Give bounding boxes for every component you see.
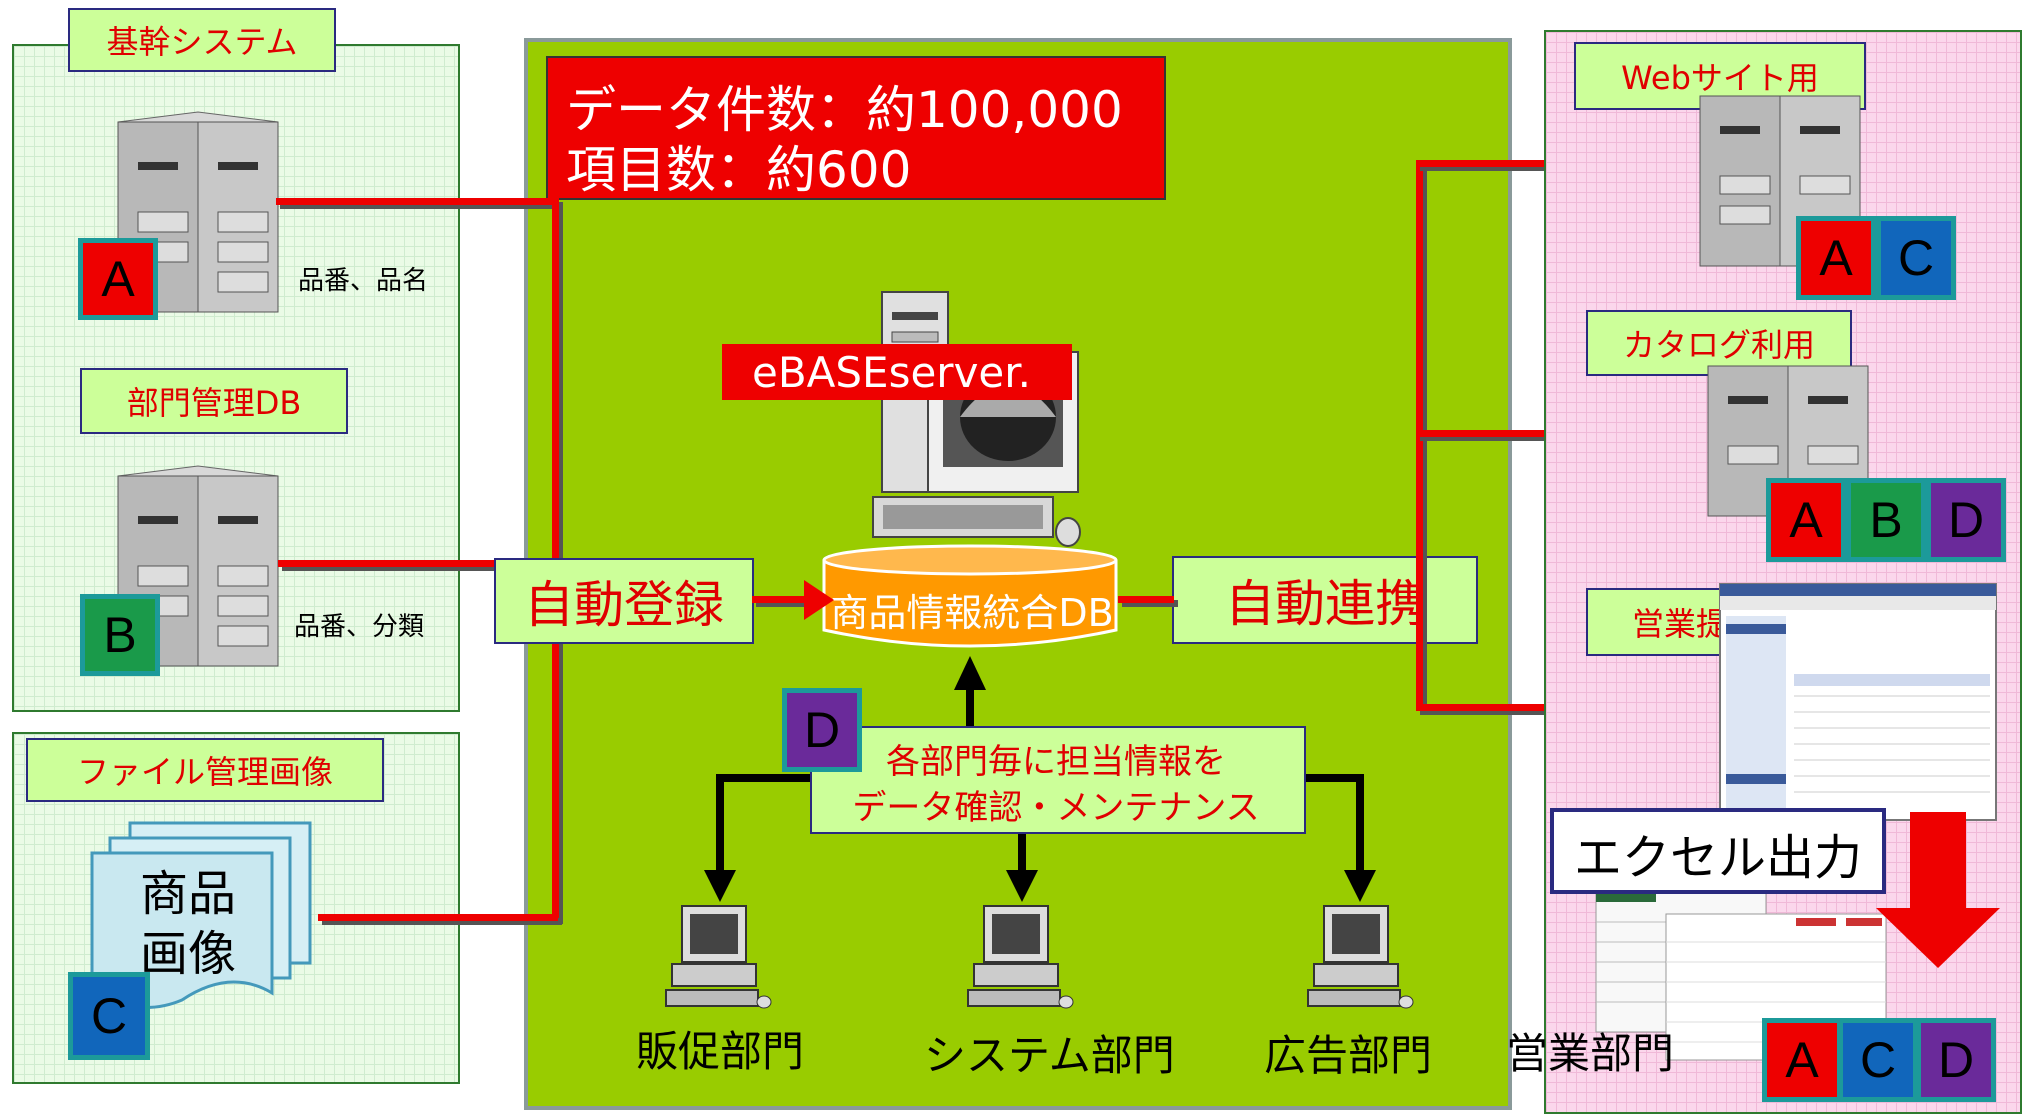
core-system-label: 基幹システム (68, 8, 336, 72)
product-images-icon (90, 821, 312, 1010)
maint-right-line (1356, 774, 1364, 874)
auto-link-box: 自動連携 (1172, 556, 1478, 644)
pc-icon-sales-promo (665, 905, 772, 1009)
web-screenshot-thumbnail (1719, 583, 1997, 821)
maint-left-head (704, 870, 736, 902)
letter-c-sales: C (1838, 1018, 1918, 1102)
dept-system: システム部門 (924, 1031, 1175, 1080)
connector-c (318, 914, 558, 921)
pc-icon-advertising (1307, 905, 1414, 1009)
letter-a-sales: A (1762, 1018, 1842, 1102)
register-arrow-head (804, 580, 834, 620)
maint-right-head (1344, 870, 1376, 902)
stats-line2: 項目数：約600 (566, 141, 912, 199)
connector-a (276, 198, 554, 205)
pc-icon-system (967, 905, 1074, 1009)
flow-label-b: 品番、分類 (294, 612, 425, 642)
auto-register-box: 自動登録 (494, 558, 754, 644)
excel-down-arrow (1876, 812, 2000, 968)
maintenance-line2: データ確認・メンテナンス (852, 788, 1260, 828)
excel-output-box (1550, 808, 1886, 894)
maintenance-box (810, 726, 1306, 834)
sales-dept-label: 営業部門 (1506, 1029, 1675, 1078)
register-arrow-line (752, 596, 806, 603)
flow-label-a: 品番、品名 (298, 266, 429, 296)
letter-d-maint: D (782, 688, 862, 772)
letter-b-catalog: B (1846, 478, 1926, 562)
letter-a-core: A (78, 238, 158, 320)
dept-db-label: 部門管理DB (80, 368, 348, 434)
letter-b-dept: B (80, 594, 160, 676)
dept-sales-promo: 販促部門 (636, 1027, 805, 1076)
server-name-box (722, 344, 1072, 400)
excel-sheets-thumbnail (1595, 881, 1887, 1061)
workstation-icon (872, 291, 1081, 547)
stats-box (546, 56, 1166, 200)
letter-a-catalog: A (1766, 478, 1846, 562)
dept-advertising: 広告部門 (1264, 1031, 1433, 1080)
maint-up-head (954, 656, 986, 690)
catalog-use-label: カタログ利用 (1586, 310, 1852, 376)
maint-mid-head (1006, 870, 1038, 902)
connector-b (278, 560, 498, 567)
letter-d-sales: D (1916, 1018, 1996, 1102)
database-name: 商品情報統合DB (830, 591, 1114, 635)
stats-line1: データ件数：約100,000 (566, 81, 1123, 139)
maint-left-line (716, 774, 724, 874)
letter-d-catalog: D (1926, 478, 2006, 562)
letter-c-images: C (68, 972, 150, 1060)
letter-c-web: C (1876, 216, 1956, 300)
letter-a-web: A (1796, 216, 1876, 300)
maintenance-line1: 各部門毎に担当情報を (886, 742, 1226, 782)
database-icon (822, 544, 1118, 648)
file-images-label: ファイル管理画像 (26, 738, 384, 802)
db-to-link-line (1118, 596, 1174, 603)
server-name: eBASEserver. (752, 348, 1032, 397)
product-images-text: 商品 画像 (140, 866, 237, 982)
excel-output-text: エクセル出力 (1573, 830, 1862, 886)
